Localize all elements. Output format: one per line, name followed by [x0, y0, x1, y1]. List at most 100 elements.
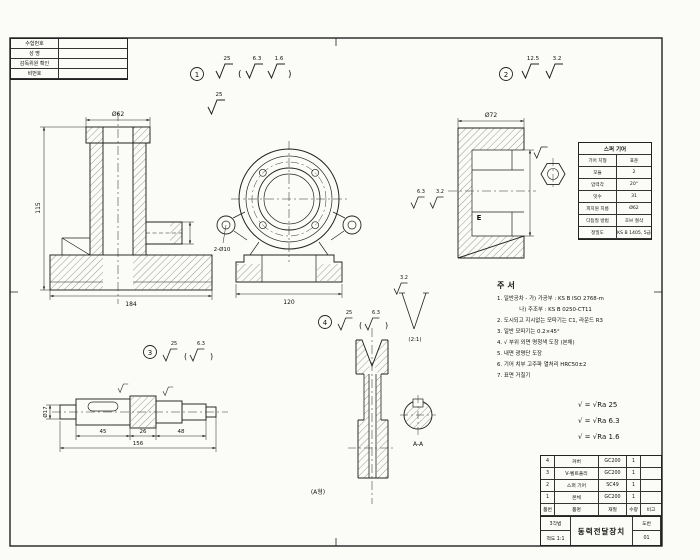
dim-label: 26 [140, 429, 147, 435]
drawing-title: 동력전달장치 [571, 517, 633, 545]
table-cell: V-벨트풀리 [555, 468, 599, 480]
table-cell: 20° [617, 179, 651, 191]
roughness-value: 25 [346, 310, 352, 316]
table-cell: KS B 1405, 5급 [617, 227, 651, 239]
table-cell: 수량 [627, 504, 641, 516]
roughness-value: 6.3 [197, 341, 205, 347]
table-cell: 감독위원 확인 [11, 59, 59, 69]
text-line: √ = √Ra 25 [578, 401, 618, 409]
table-cell: 3 [541, 468, 555, 480]
balloon-part-2: 2 [499, 67, 513, 81]
dim-label: 184 [125, 301, 137, 308]
table-row: 비번호 [11, 69, 127, 79]
text-line: 4. √ 부위 외면 명청색 도장 (본체) [497, 340, 575, 346]
drawing-number-label: 도번 [633, 517, 661, 531]
dim-label: 120 [283, 299, 295, 306]
roughness-value: 12.5 [527, 56, 540, 62]
table-cell: 4 [541, 456, 555, 468]
paren-close: ) [288, 70, 292, 80]
table-cell: 1 [627, 456, 641, 468]
dim-label: 48 [178, 429, 185, 435]
table-cell: 1 [627, 468, 641, 480]
dim-label: Ø62 [112, 111, 125, 118]
dim-label: Ø72 [485, 112, 498, 119]
balloon-label: 3 [148, 349, 152, 357]
table-cell: GC200 [599, 492, 627, 504]
balloon-label: 4 [323, 319, 328, 327]
text-line: √ = √Ra 6.3 [578, 417, 620, 425]
table-cell [59, 69, 127, 79]
paren-open: ( [184, 352, 187, 361]
view-cover-section [448, 118, 566, 259]
table-cell: 다듬질 방법 [579, 215, 617, 227]
table-cell: 수험번호 [11, 39, 59, 49]
roughness-value: 3.2 [400, 275, 408, 281]
balloon-part-3: 3 [143, 345, 157, 359]
table-cell: 품번 [541, 504, 555, 516]
paren-open: ( [359, 321, 362, 330]
roughness-value: 3.2 [436, 189, 444, 195]
table-row: 수험번호 [11, 39, 127, 49]
table-cell: 기어 치형 [579, 155, 617, 167]
roughness-group-4: 25 ( 6.3 ) [337, 310, 388, 331]
drawing-number: 01 [633, 531, 661, 545]
text-line: 나) 주조부 : KS B 0250-CT11 [497, 307, 592, 313]
table-cell: 표준 [617, 155, 651, 167]
projection-scale-cells: 3각법 척도 1:1 [541, 517, 571, 545]
paren-close: ) [210, 352, 213, 361]
projection-method: 3각법 [541, 517, 571, 531]
table-cell: Ø62 [617, 203, 651, 215]
paren-open: ( [238, 70, 242, 80]
table-cell: 잇수 [579, 191, 617, 203]
gear-table-title: 스퍼 기어 [579, 143, 651, 155]
roughness-value: 25 [224, 56, 231, 62]
balloon-part-4: 4 [318, 315, 332, 329]
notes-lines: 1. 일반공차 - 가) 가공부 : KS B ISO 2768-m 나) 주조… [497, 294, 667, 382]
view-caption: (A형) [311, 488, 325, 496]
table-cell: 피치원 지름 [579, 203, 617, 215]
view-shaft [46, 383, 228, 452]
roughness-legend: √ = √Ra 25 √ = √Ra 6.3 √ = √Ra 1.6 [578, 397, 668, 445]
view-housing-front [216, 141, 362, 298]
text-line: 5. 내면 광명단 도장 [497, 351, 542, 357]
table-cell: 1 [627, 492, 641, 504]
roughness-value: 6.3 [253, 56, 262, 62]
roughness-value: 1.6 [275, 56, 284, 62]
table-cell: GC200 [599, 456, 627, 468]
roughness-value: 25 [171, 341, 177, 347]
text-line: 2. 도시되고 지시없는 모따기는 C1, 라운드 R3 [497, 318, 603, 324]
roughness-group-3: 25 ( 6.3 ) [162, 341, 213, 362]
text-line: √ = √Ra 1.6 [578, 433, 620, 441]
text-line: 7. 표면 거칠기 [497, 373, 531, 379]
drawing-number-cells: 도번 01 [633, 517, 661, 545]
table-cell: 호브 절삭 [617, 215, 651, 227]
balloon-label: 2 [504, 71, 508, 79]
table-cell: 성 명 [11, 49, 59, 59]
text-line: 1. 일반공차 - 가) 가공부 : KS B ISO 2768-m [497, 296, 604, 302]
roughness-group-2: 12.5 3.2 [521, 56, 564, 79]
table-cell: GC200 [599, 468, 627, 480]
table-cell [641, 492, 661, 504]
balloon-label: 1 [195, 71, 199, 79]
table-cell [59, 39, 127, 49]
table-cell [59, 59, 127, 69]
table-cell: 1 [627, 480, 641, 492]
table-cell: 비고 [641, 504, 661, 516]
text-line: 3. 일반 모따기는 0.2×45° [497, 329, 560, 335]
text-line: 6. 기어 치부 고주파 열처리 HRC50±2 [497, 362, 587, 368]
table-cell: 2 [541, 480, 555, 492]
view-pulley-section [348, 282, 436, 504]
